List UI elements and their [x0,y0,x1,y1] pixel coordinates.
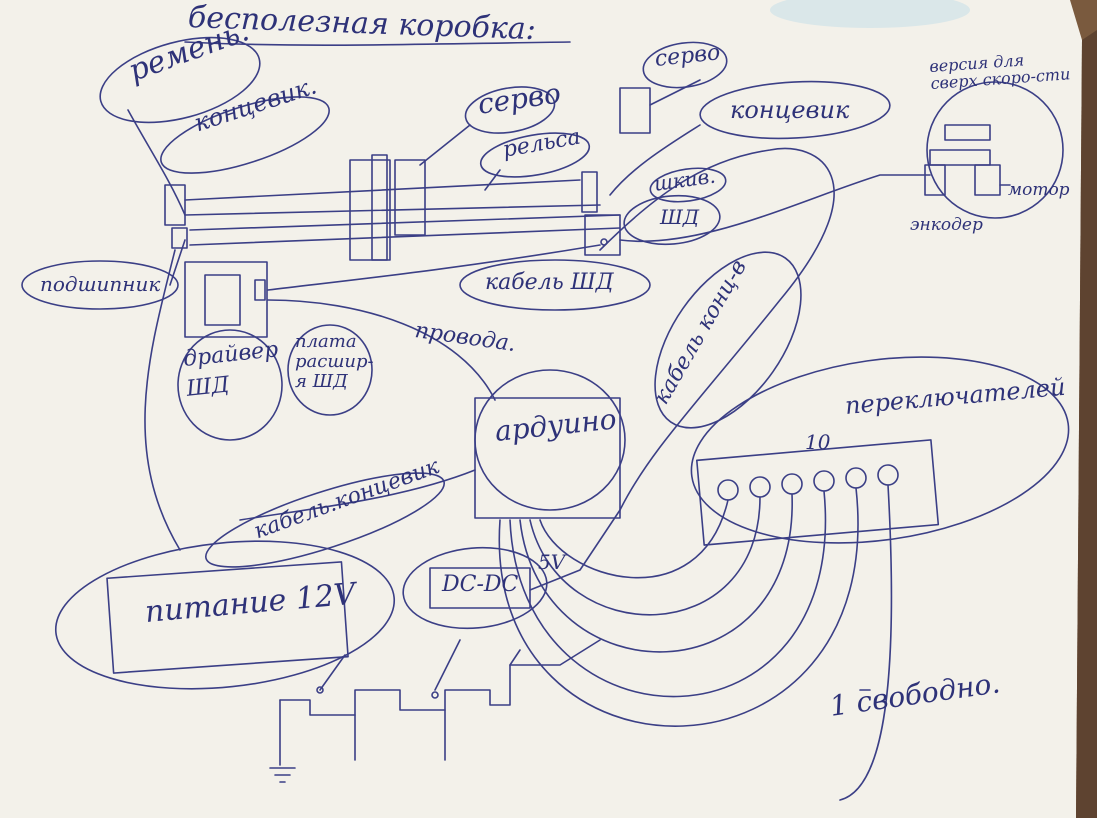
sticker-decoration [770,0,970,28]
diagram-lines [21,36,1070,801]
speed-version-bubble [926,81,1064,219]
dcdc-box [429,567,531,609]
servo-bubble [464,86,556,134]
bearing-label: подшипник [40,272,161,296]
stepper-cable-bubble [459,259,651,311]
switches-count-label: 10 [805,430,831,454]
endstop-right-bubble [699,80,891,140]
switch-panel [695,439,940,546]
expansion-board-label: плата расшир-я ШД [295,331,374,392]
endstop-cable-bubble [654,251,802,429]
endstop-right-label: концевик [730,96,850,124]
five-volt-label: 5V [538,550,566,574]
driver-label: драйвер ШД [182,337,280,402]
endstop-bubble [160,96,330,174]
dcdc-label: DC-DC [442,572,519,597]
belt-bubble [99,36,261,124]
stepper-label: ШД [660,205,700,229]
encoder-label: энкодер [910,215,983,235]
rail-bubble [479,132,591,178]
stepper-cable-label: кабель ШД [485,270,614,295]
driver-bubble [177,329,283,441]
expansion-bubble [287,324,373,416]
power-box [106,561,349,674]
arduino-box [474,397,621,519]
servo-right-bubble [642,41,728,89]
driver-box [184,261,268,338]
motor-label: мотор [1008,180,1070,200]
bearing-bubble [21,260,179,310]
